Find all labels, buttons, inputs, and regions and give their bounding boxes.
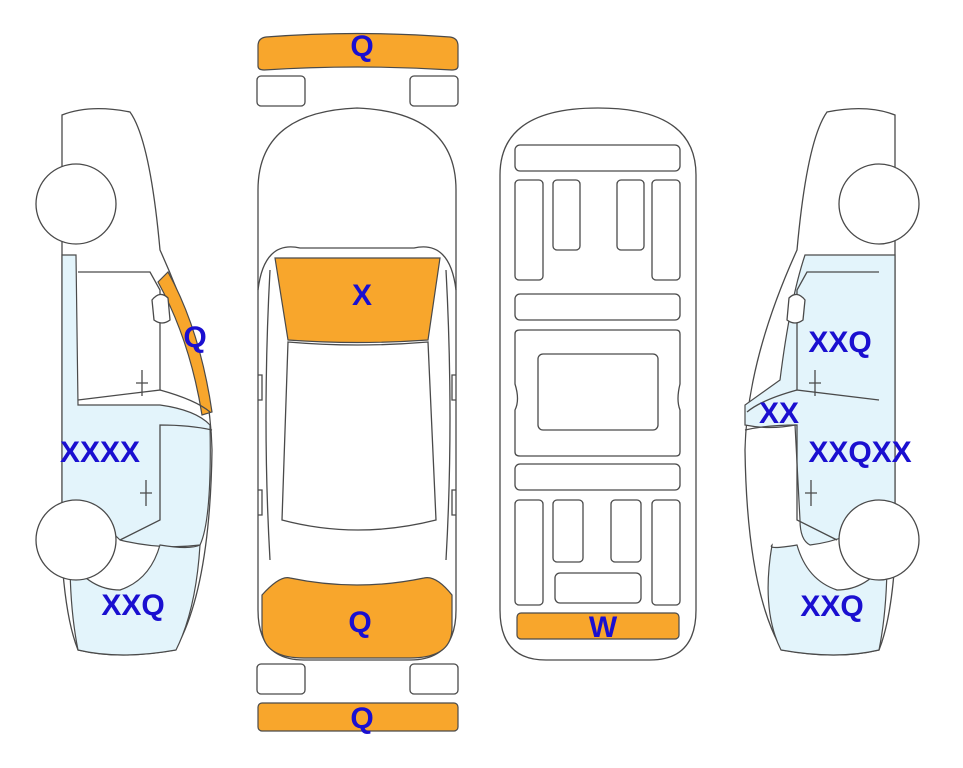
right-door-line-lower xyxy=(744,424,838,541)
right-side-view: XXQ XX XXQXX XXQ xyxy=(744,107,920,656)
label-right-doors: XXQXX xyxy=(808,436,911,469)
label-left-rear-quarter: XXQ xyxy=(101,589,164,622)
right-door-line xyxy=(746,389,798,413)
underbody-rear-right-rail xyxy=(651,499,681,606)
label-left-doors: XXXX xyxy=(60,436,140,469)
underbody-front-bar xyxy=(514,144,681,172)
top-hood-curve xyxy=(257,246,457,291)
underbody-rear-right-inner xyxy=(610,499,642,563)
right-door-handle-front xyxy=(809,370,821,396)
left-door-handle-front xyxy=(136,370,148,396)
label-rear-bumper: Q xyxy=(350,702,373,735)
label-right-front-door-upper: XXQ xyxy=(808,326,871,359)
headlight-left xyxy=(256,75,306,107)
label-underbody-rear: W xyxy=(589,611,618,644)
underbody-front-right-rail xyxy=(651,179,681,281)
underbody-front-left-rail xyxy=(514,179,544,281)
left-front-wheel xyxy=(35,163,117,245)
hood-panel[interactable] xyxy=(274,257,441,344)
left-window-frame xyxy=(77,271,161,401)
right-rear-wheel xyxy=(838,499,920,581)
front-bumper[interactable] xyxy=(257,32,459,71)
door-handle-right xyxy=(451,489,456,516)
left-door-line xyxy=(159,389,211,413)
top-view: Q X Q Q xyxy=(256,30,459,735)
underbody-rear-tank xyxy=(554,572,642,604)
label-hood: X xyxy=(352,279,372,312)
underbody-rear-bar xyxy=(514,463,681,491)
label-right-mirror: XX xyxy=(759,397,799,430)
right-mirror xyxy=(786,293,806,324)
left-rear-quarter-panel[interactable] xyxy=(69,543,201,656)
left-a-pillar[interactable] xyxy=(157,271,213,416)
side-mirror-right xyxy=(451,374,456,401)
right-rear-quarter-panel[interactable] xyxy=(767,543,888,656)
right-front-wheel xyxy=(838,163,920,245)
underbody-rear-panel[interactable] xyxy=(516,612,680,640)
right-door-handle-rear xyxy=(805,480,817,506)
left-side-view: Q XXXX XXQ xyxy=(35,107,213,656)
headlight-right xyxy=(409,75,459,107)
trunk-panel[interactable] xyxy=(261,577,453,659)
top-body-outline xyxy=(257,107,457,661)
left-rear-wheel xyxy=(35,499,117,581)
underbody-mid-bar xyxy=(514,293,681,321)
left-door-handle-rear xyxy=(140,480,152,506)
rear-bumper[interactable] xyxy=(257,702,459,732)
underbody-rear-left-rail xyxy=(514,499,544,606)
underbody-front-left-inner xyxy=(552,179,581,251)
left-mirror xyxy=(151,293,171,324)
underbody-rear-left-inner xyxy=(552,499,584,563)
taillight-right xyxy=(409,663,459,695)
underbody-view: W xyxy=(499,107,697,661)
label-front-bumper: Q xyxy=(350,30,373,63)
label-left-a-pillar: Q xyxy=(183,321,206,354)
right-window-frame xyxy=(796,271,880,401)
cabin-outline xyxy=(281,341,437,531)
cabin-right-line xyxy=(445,269,451,561)
taillight-left xyxy=(256,663,306,695)
label-right-rear-quarter: XXQ xyxy=(800,590,863,623)
underbody-front-right-inner xyxy=(616,179,645,251)
label-trunk: Q xyxy=(348,606,371,639)
side-mirror-left xyxy=(258,374,263,401)
underbody-center-plate xyxy=(537,353,659,431)
cabin-left-line xyxy=(265,269,271,561)
door-handle-left xyxy=(258,489,263,516)
left-door-line-lower xyxy=(119,424,213,541)
